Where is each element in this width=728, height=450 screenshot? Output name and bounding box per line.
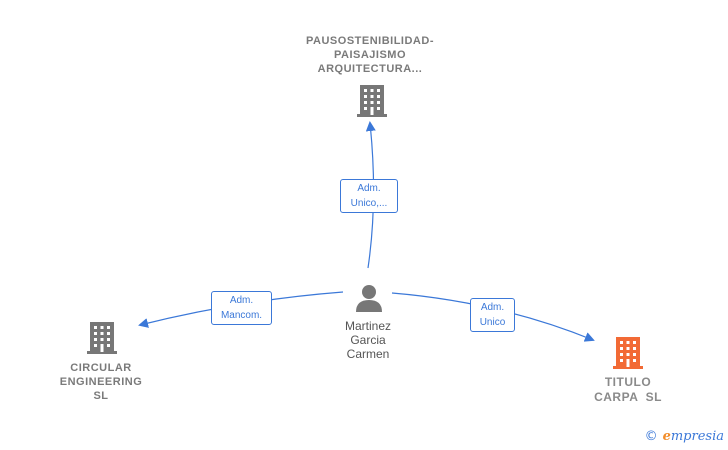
edge-label-line: Adm.: [480, 302, 505, 313]
person-label-line: Garcia: [350, 333, 386, 347]
company-label-line: CARPA SL: [594, 390, 662, 404]
brand-initial: e: [662, 429, 671, 444]
company-label-line: ENGINEERING: [59, 376, 143, 388]
building-icon[interactable]: [356, 84, 388, 118]
building-icon[interactable]: [86, 321, 118, 355]
company-label-line: CIRCULAR: [70, 362, 132, 374]
edge-label-line: Unico: [479, 317, 506, 328]
person-label-line: Carmen: [346, 347, 390, 361]
company-label-line: TITULO: [604, 375, 652, 389]
brand-name: empresia: [663, 429, 724, 444]
company-label-right[interactable]: TITULO CARPA SL: [570, 375, 686, 405]
edge-label-line: Unico,...: [350, 198, 388, 209]
brand-logo: © empresia: [645, 429, 724, 444]
copyright-icon: ©: [644, 429, 658, 444]
person-icon[interactable]: [354, 283, 384, 313]
brand-name-rest: mpresia: [670, 429, 724, 444]
building-icon-highlighted[interactable]: [612, 336, 644, 370]
person-label[interactable]: Martinez Garcia Carmen: [320, 319, 416, 361]
edge-label-left[interactable]: Adm. Mancom.: [211, 291, 272, 325]
company-label-line: ARQUITECTURA...: [317, 63, 423, 75]
company-label-left[interactable]: CIRCULAR ENGINEERING SL: [40, 361, 162, 403]
person-label-line: Martinez: [344, 319, 391, 333]
company-label-top[interactable]: PAUSOSTENIBILIDAD- PAISAJISMO ARQUITECTU…: [290, 34, 450, 76]
edge-label-line: Adm.: [357, 183, 381, 194]
company-label-line: PAISAJISMO: [333, 49, 407, 61]
company-label-line: PAUSOSTENIBILIDAD-: [306, 35, 434, 47]
edge-label-line: Mancom.: [220, 310, 263, 321]
edge-label-top[interactable]: Adm. Unico,...: [340, 179, 398, 213]
edge-label-line: Adm.: [229, 295, 254, 306]
company-label-line: SL: [93, 390, 109, 402]
edge-label-right[interactable]: Adm. Unico: [470, 298, 515, 332]
